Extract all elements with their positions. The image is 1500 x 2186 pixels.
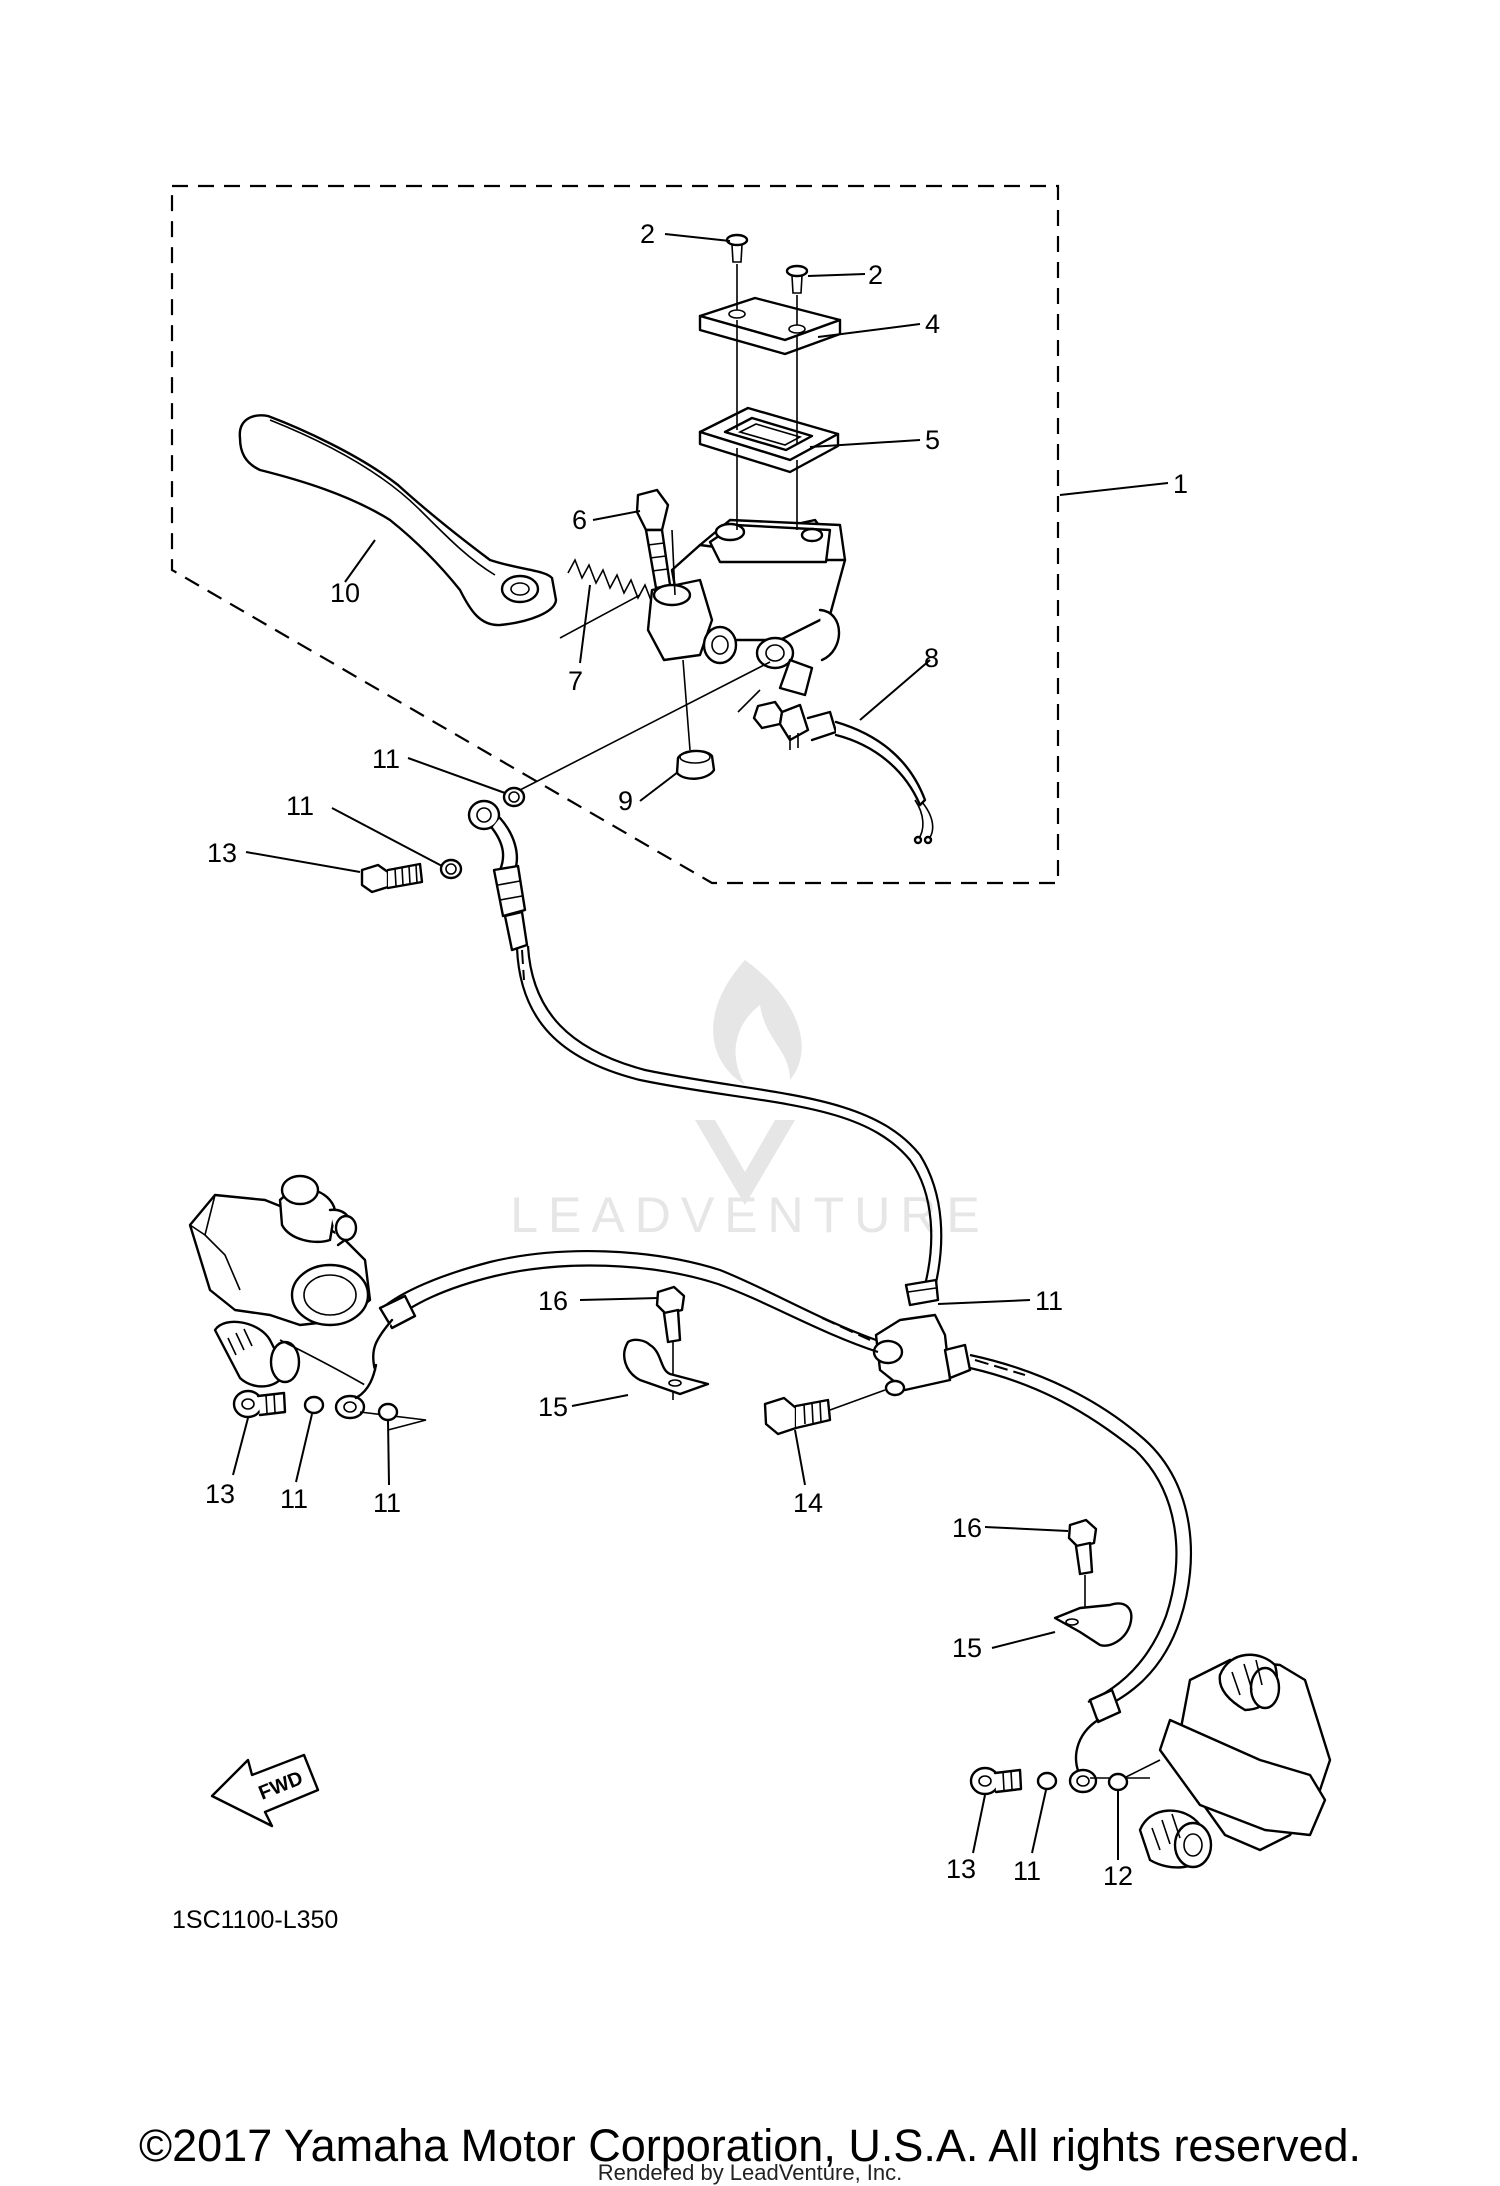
right-banjo-bolt[interactable] bbox=[969, 1766, 1023, 1796]
callout-5: 6 bbox=[572, 505, 587, 535]
right-banjo-fitting[interactable] bbox=[1068, 1768, 1150, 1794]
callout-6: 7 bbox=[568, 666, 583, 696]
brake-switch[interactable] bbox=[752, 700, 934, 845]
callout-15-b: 15 bbox=[952, 1633, 982, 1663]
callout-4: 5 bbox=[925, 425, 940, 455]
upper-washer-b[interactable] bbox=[502, 786, 526, 808]
left-washer-a[interactable] bbox=[303, 1395, 325, 1415]
reservoir-cap[interactable] bbox=[698, 296, 842, 356]
callout-1: 1 bbox=[1173, 469, 1188, 499]
hose-clamp-upper[interactable] bbox=[623, 1338, 710, 1396]
right-washer-b[interactable] bbox=[1107, 1772, 1129, 1792]
rubber-boot[interactable] bbox=[675, 749, 716, 780]
diagram-code: 1SC1100-L350 bbox=[172, 1906, 338, 1934]
cap-screw-right[interactable] bbox=[785, 264, 809, 294]
callout-10: 11 bbox=[1035, 1286, 1063, 1316]
rendered-by-credit: Rendered by LeadVenture, Inc. bbox=[597, 2160, 903, 2185]
brake-hose-left bbox=[371, 1249, 879, 1372]
callout-11-b: 11 bbox=[286, 791, 314, 821]
callout-11-a: 11 bbox=[372, 744, 400, 774]
callout-12: 13 bbox=[207, 838, 237, 868]
spring[interactable] bbox=[567, 558, 653, 604]
upper-washer-a[interactable] bbox=[439, 858, 463, 880]
callout-14: 14 bbox=[793, 1488, 823, 1518]
leadventure-watermark: LEADVENTURE bbox=[510, 960, 990, 1243]
pivot-bolt[interactable] bbox=[635, 488, 672, 590]
callout-16-a: 16 bbox=[538, 1286, 568, 1316]
clamp-bolt-lower[interactable] bbox=[1067, 1518, 1098, 1625]
callout-7: 8 bbox=[924, 643, 939, 673]
brake-t-joint[interactable] bbox=[872, 1278, 972, 1397]
callout-labels: 2 2 4 5 1 6 10 7 8 9 11 11 13 11 16 15 1… bbox=[205, 219, 1188, 1891]
hose-clamp-lower[interactable] bbox=[1053, 1602, 1133, 1647]
callout-11-e: 11 bbox=[1013, 1856, 1041, 1886]
callout-9: 10 bbox=[330, 578, 360, 608]
callout-16-b: 16 bbox=[952, 1513, 982, 1543]
callout-15-a: 15 bbox=[538, 1392, 568, 1422]
callout-13-b: 13 bbox=[946, 1854, 976, 1884]
callout-8: 9 bbox=[618, 786, 633, 816]
upper-banjo-bolt[interactable] bbox=[360, 862, 424, 894]
assembly-guide-lines bbox=[519, 264, 798, 791]
brake-lever[interactable] bbox=[238, 414, 558, 627]
clamp-bolt-upper[interactable] bbox=[655, 1285, 686, 1400]
callout-leader-lines bbox=[232, 233, 1169, 1860]
left-washer-b[interactable] bbox=[377, 1402, 399, 1422]
watermark-text: LEADVENTURE bbox=[510, 1187, 990, 1243]
master-cylinder-body[interactable] bbox=[646, 518, 847, 697]
fwd-arrow-icon: FWD bbox=[210, 1753, 320, 1828]
left-banjo-fitting[interactable] bbox=[334, 1363, 427, 1431]
callout-2-left: 2 bbox=[640, 219, 655, 249]
callout-11-c: 11 bbox=[280, 1484, 308, 1514]
union-bolt[interactable] bbox=[763, 1389, 886, 1436]
upper-banjo-fitting[interactable] bbox=[467, 799, 529, 952]
copyright-notice: ©2017 Yamaha Motor Corporation, U.S.A. A… bbox=[138, 2120, 1362, 2171]
assembly-boundary bbox=[170, 184, 1060, 885]
left-banjo-bolt[interactable] bbox=[232, 1389, 287, 1419]
callout-3: 4 bbox=[925, 309, 940, 339]
diaphragm[interactable] bbox=[698, 406, 840, 474]
brake-hose-upper bbox=[515, 945, 943, 1288]
callout-11-d: 11 bbox=[373, 1488, 401, 1518]
right-brake-caliper[interactable] bbox=[1119, 1653, 1332, 1869]
callout-2-right: 2 bbox=[868, 260, 883, 290]
callout-11-f: 12 bbox=[1103, 1861, 1133, 1891]
left-brake-caliper[interactable] bbox=[188, 1174, 372, 1388]
right-washer-a[interactable] bbox=[1036, 1771, 1058, 1791]
cap-screw-left[interactable] bbox=[725, 233, 749, 263]
callout-13-a: 13 bbox=[205, 1479, 235, 1509]
